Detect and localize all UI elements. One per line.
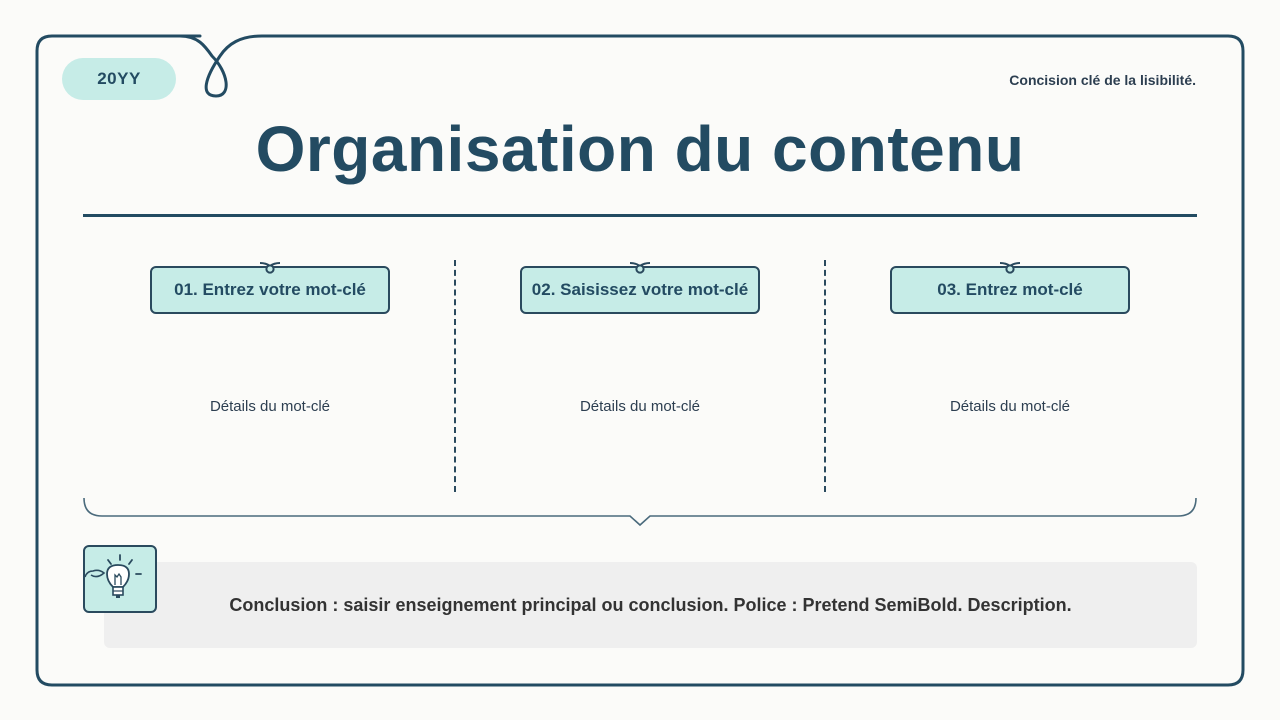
column-label: 02. Saisissez votre mot-clé — [531, 280, 749, 299]
content-column-3: 03. Entrez mot-clé Détails du mot-clé — [825, 262, 1195, 492]
title-divider — [83, 214, 1197, 217]
content-column-1: 01. Entrez votre mot-clé Détails du mot-… — [85, 262, 455, 492]
column-label: 03. Entrez mot-clé — [937, 280, 1083, 299]
lightbulb-icon — [84, 554, 142, 598]
column-detail: Détails du mot-clé — [209, 398, 331, 415]
column-divider — [454, 260, 456, 492]
column-label-box: 03. Entrez mot-clé — [890, 262, 1130, 314]
column-detail: Détails du mot-clé — [949, 398, 1071, 415]
column-detail: Détails du mot-clé — [579, 398, 701, 415]
year-badge: 20YY — [62, 58, 176, 100]
conclusion-text: Conclusion : saisir enseignement princip… — [229, 594, 1072, 615]
column-label-box: 02. Saisissez votre mot-clé — [520, 262, 760, 314]
lightbulb-badge — [83, 545, 157, 613]
tagline: Concision clé de la lisibilité. — [1009, 72, 1196, 88]
page-title: Organisation du contenu — [255, 113, 1025, 185]
loop-knot-icon — [630, 262, 650, 274]
column-divider — [824, 260, 826, 492]
loop-knot-icon — [260, 262, 280, 274]
loop-knot-icon — [1000, 262, 1020, 274]
column-label: 01. Entrez votre mot-clé — [174, 280, 366, 299]
column-label-box: 01. Entrez votre mot-clé — [150, 262, 390, 314]
content-column-2: 02. Saisissez votre mot-clé Détails du m… — [455, 262, 825, 492]
conclusion-box: Conclusion : saisir enseignement princip… — [104, 562, 1197, 648]
